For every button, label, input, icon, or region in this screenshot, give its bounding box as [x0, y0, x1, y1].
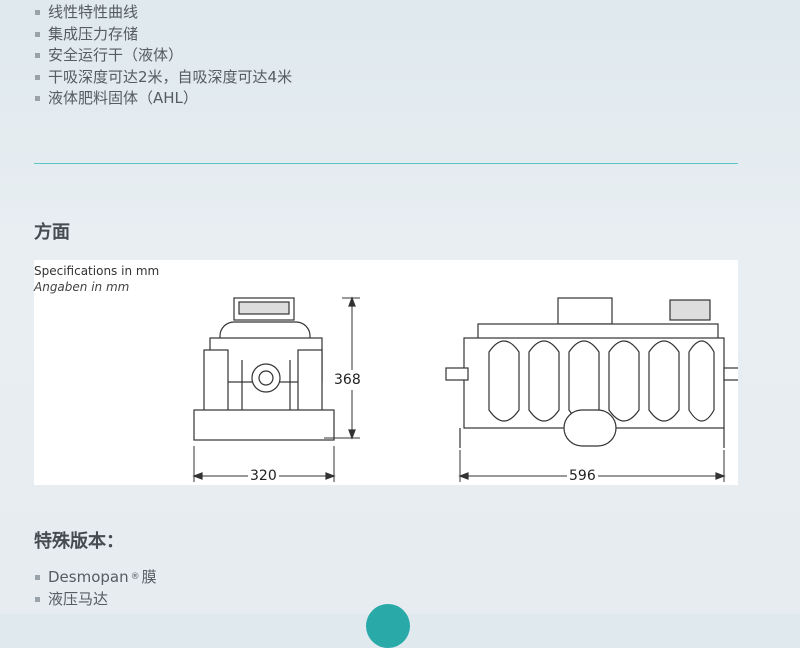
- height-label: 368: [334, 370, 361, 390]
- special-versions-list: Desmopan ® 膜 液压马达: [34, 566, 157, 610]
- bullet-icon: [35, 596, 40, 602]
- width-side-label: 320: [248, 468, 279, 484]
- registered-mark: ®: [130, 572, 140, 582]
- version-item: Desmopan ® 膜: [34, 566, 157, 588]
- width-front-label: 596: [567, 468, 598, 484]
- feature-item: 液体肥料固体（AHL）: [34, 88, 292, 110]
- feature-text: 集成压力存储: [48, 24, 139, 43]
- scroll-top-button[interactable]: [366, 604, 410, 648]
- version-item: 液压马达: [34, 588, 157, 610]
- special-versions-title: 特殊版本：: [34, 531, 124, 552]
- feature-item: 干吸深度可达2米，自吸深度可达4米: [34, 67, 292, 89]
- version-text: Desmopan: [48, 568, 129, 586]
- feature-text: 线性特性曲线: [48, 3, 139, 21]
- version-text: 液压马达: [48, 590, 109, 608]
- feature-text: 液体肥料固体（AHL）: [48, 89, 198, 107]
- bullet-icon: [35, 10, 40, 16]
- side-view-pump: [193, 297, 335, 441]
- dimensions-drawing: Specifications in mm Angaben in mm: [34, 260, 738, 485]
- feature-text: 干吸深度可达2米，自吸深度可达4米: [48, 67, 293, 86]
- feature-item: 安全运行干（液体）: [34, 45, 292, 67]
- version-suffix: 膜: [141, 568, 157, 586]
- section-divider: [34, 163, 738, 164]
- pump-drawing: [192, 296, 738, 482]
- feature-item: 线性特性曲线: [34, 2, 292, 24]
- front-view-pump: [445, 297, 738, 448]
- bullet-icon: [35, 74, 40, 80]
- bullet-icon: [35, 53, 40, 59]
- bullet-icon: [35, 96, 40, 102]
- spec-title: Specifications in mm: [34, 264, 160, 278]
- feature-text: 安全运行干（液体）: [48, 46, 184, 64]
- feature-list: 线性特性曲线 集成压力存储 安全运行干（液体） 干吸深度可达2米，自吸深度可达4…: [34, 2, 292, 110]
- spec-subtitle: Angaben in mm: [34, 280, 130, 294]
- bullet-icon: [35, 31, 40, 37]
- feature-item: 集成压力存储: [34, 24, 292, 46]
- bullet-icon: [35, 574, 40, 580]
- dimensions-title: 方面: [34, 222, 70, 243]
